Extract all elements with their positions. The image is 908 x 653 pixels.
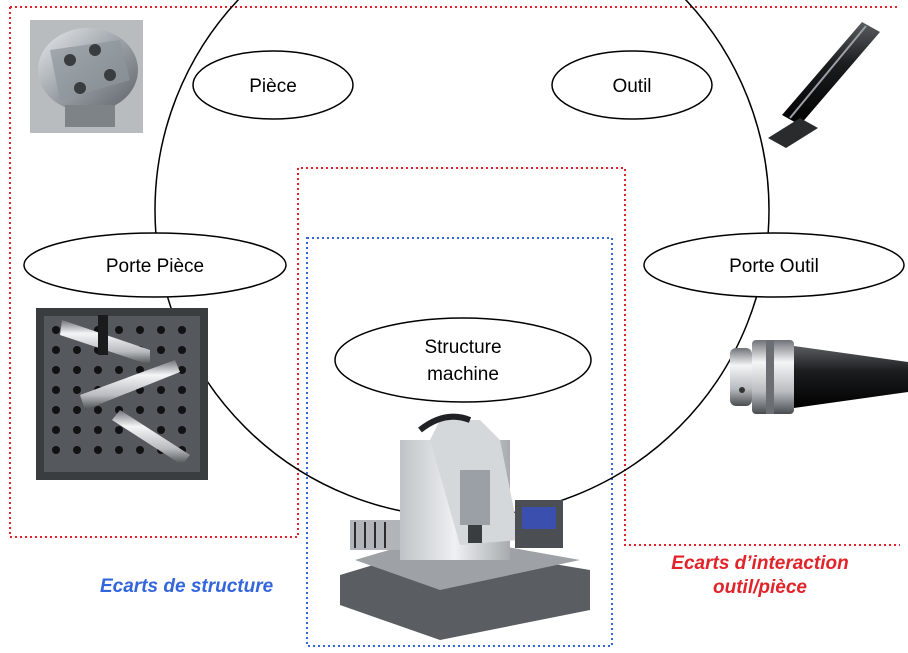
node-outil-label: Outil — [612, 76, 651, 97]
node-porte-piece-label: Porte Pièce — [106, 256, 204, 277]
node-structure-label-line2: machine — [427, 364, 499, 385]
milling-cutter-workpiece-photo — [30, 20, 143, 133]
tool-holder-photo — [730, 340, 908, 414]
node-porte-outil: Porte Outil — [643, 232, 905, 298]
interaction-deviation-caption: Ecarts d’interaction outil/pièce — [625, 552, 895, 600]
structure-deviation-caption: Ecarts de structure — [100, 575, 300, 599]
interaction-caption-line2: outil/pièce — [713, 577, 807, 598]
node-porte-piece: Porte Pièce — [23, 232, 287, 298]
node-structure-machine: Structure machine — [334, 317, 592, 403]
node-porte-outil-label: Porte Outil — [729, 256, 819, 277]
interaction-caption-line1: Ecarts d’interaction — [671, 553, 849, 574]
machining-center-photo — [340, 413, 590, 640]
structure-zone-border — [306, 237, 613, 647]
node-structure-label-line1: Structure — [424, 337, 501, 358]
node-piece: Pièce — [192, 50, 354, 120]
fixture-plate-photo — [36, 308, 208, 480]
structure-caption-text: Ecarts de structure — [100, 576, 274, 597]
end-mill-tool-photo — [768, 22, 880, 148]
interaction-zone-border — [9, 6, 900, 546]
node-outil: Outil — [551, 50, 713, 120]
node-piece-label: Pièce — [249, 76, 297, 97]
